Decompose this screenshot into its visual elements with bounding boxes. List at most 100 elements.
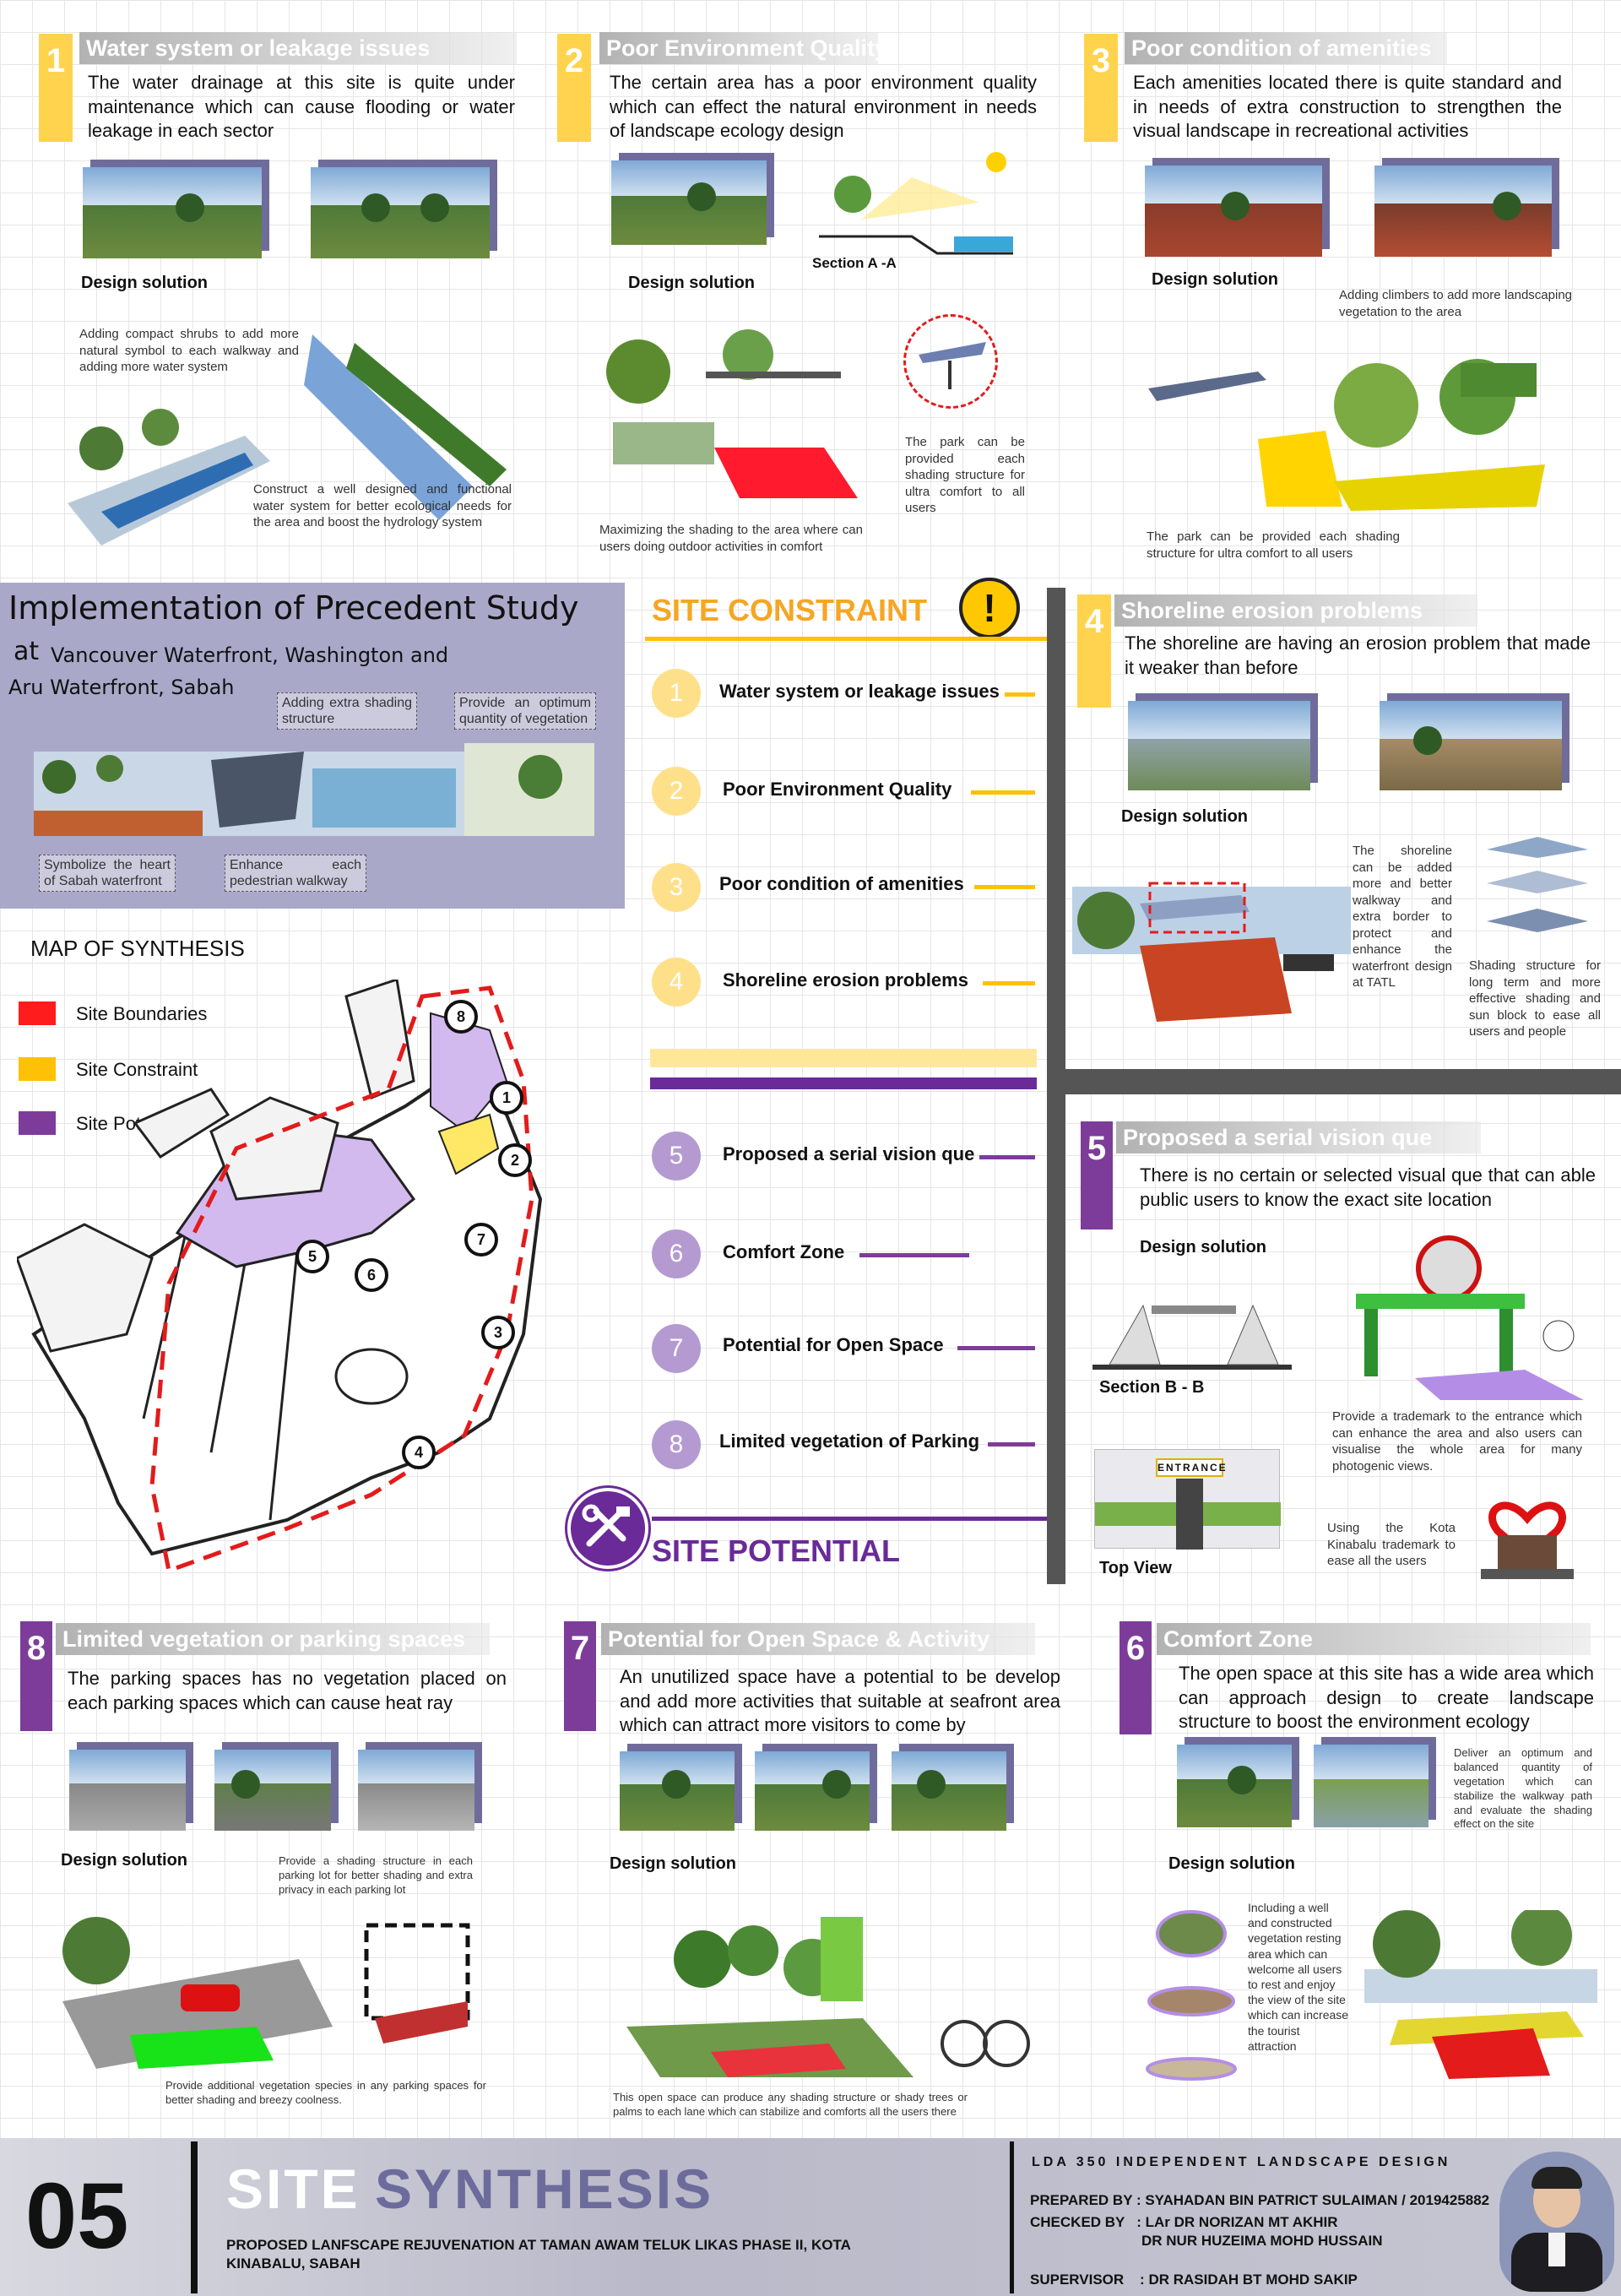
card4-note-2: Shading structure for long term and more… xyxy=(1469,958,1601,1039)
precedent-subtitle-line1: Vancouver Waterfront, Washington and xyxy=(51,643,449,667)
map-marker-7: 7 xyxy=(464,1223,498,1257)
card3-photo-1 xyxy=(1145,166,1322,257)
card2-description: The certain area has a poor environment … xyxy=(610,72,1037,142)
entrance-sign: ENTRANCE xyxy=(1156,1458,1226,1477)
card2-number: 2 xyxy=(557,34,591,142)
potential-label-7: Potential for Open Space xyxy=(723,1334,944,1355)
potential-circle-8: 8 xyxy=(652,1420,701,1469)
card6-design-label: Design solution xyxy=(1168,1854,1295,1873)
footer-title-site: SITE xyxy=(226,2158,361,2220)
card5-topview-plan: ENTRANCE xyxy=(1094,1449,1281,1550)
potential-circle-5: 5 xyxy=(652,1132,701,1181)
card5-number: 5 xyxy=(1081,1121,1113,1229)
card4-design-label: Design solution xyxy=(1121,807,1248,826)
precedent-subtitle-line2: Aru Waterfront, Sabah xyxy=(8,676,235,699)
card8-illustration xyxy=(46,1900,485,2077)
card8-number: 8 xyxy=(20,1621,52,1731)
card3-title: Poor condition of amenities xyxy=(1125,32,1447,64)
map-marker-4: 4 xyxy=(402,1436,436,1469)
precedent-collage xyxy=(34,743,594,836)
constraint-label-2: Poor Environment Quality xyxy=(723,779,952,800)
potential-label-6: Comfort Zone xyxy=(723,1241,845,1262)
site-potential-heading: SITE POTENTIAL xyxy=(652,1533,901,1568)
card4-shading-structures xyxy=(1474,833,1601,942)
card6-note-1: Deliver an optimum and balanced quantity… xyxy=(1454,1746,1592,1831)
card8-photo-1 xyxy=(69,1750,186,1831)
constraint-circle-4: 4 xyxy=(652,958,701,1007)
constraint-line-2 xyxy=(971,790,1035,795)
constraint-line-3 xyxy=(974,885,1035,889)
card5-gateway-illustration xyxy=(1331,1235,1589,1400)
map-marker-2: 2 xyxy=(498,1143,532,1177)
card6-illustration xyxy=(1364,1910,1597,2079)
map-title: MAP OF SYNTHESIS xyxy=(30,936,245,961)
card6-note-2: Including a well and constructed vegetat… xyxy=(1248,1901,1349,2053)
card7-photo-2 xyxy=(755,1751,870,1831)
card6-vegetation-modules xyxy=(1136,1900,1246,2086)
precedent-subtitle-at: at xyxy=(14,637,40,666)
card3-illustration xyxy=(1140,338,1553,515)
card4-photo-2 xyxy=(1380,701,1562,790)
constraint-line-1 xyxy=(1005,692,1035,697)
map-marker-6: 6 xyxy=(355,1258,388,1292)
potential-circle-6: 6 xyxy=(652,1229,701,1278)
card2-title: Poor Environment Quality xyxy=(599,32,878,64)
card6-title: Comfort Zone xyxy=(1157,1623,1591,1655)
card1-photo-1 xyxy=(83,167,262,258)
potential-line-7 xyxy=(957,1346,1035,1350)
map-marker-1: 1 xyxy=(490,1081,523,1115)
card8-note-1: Provide a shading structure in each park… xyxy=(279,1854,473,1896)
card4-title: Shoreline erosion problems xyxy=(1114,594,1477,627)
card4-photo-1 xyxy=(1128,701,1310,790)
card4-number: 4 xyxy=(1077,594,1111,708)
footer-divider-2 xyxy=(1010,2141,1014,2293)
precedent-tag-vegetation: Provide an optimum quantity of vegetatio… xyxy=(454,692,596,730)
footer-banner xyxy=(0,2138,1621,2296)
card6-description: The open space at this site has a wide a… xyxy=(1179,1663,1594,1733)
card1-photo-2 xyxy=(311,167,490,258)
precedent-tag-walkway: Enhance each pedestrian walkway xyxy=(225,855,366,893)
precedent-title: Implementation of Precedent Study xyxy=(8,589,579,627)
card5-section-label: Section B - B xyxy=(1099,1378,1205,1397)
card5-design-label: Design solution xyxy=(1140,1238,1266,1257)
card1-title: Water system or leakage issues xyxy=(79,32,517,64)
footer-title-synthesis: SYNTHESIS xyxy=(375,2158,714,2220)
card5-note-2: Using the Kota Kinabalu trademark to eas… xyxy=(1327,1521,1456,1568)
alert-icon: ! xyxy=(959,578,1020,638)
potential-line-top xyxy=(652,1517,1049,1521)
card8-photo-2 xyxy=(214,1750,331,1831)
map-marker-3: 3 xyxy=(481,1316,515,1349)
footer-prepared-by: PREPARED BY : SYAHADAN BIN PATRICT SULAI… xyxy=(1030,2192,1490,2208)
card7-note-1: This open space can produce any shading … xyxy=(613,2091,968,2118)
constraint-label-3: Poor condition of amenities xyxy=(719,873,964,894)
page-number: 05 xyxy=(25,2164,129,2268)
footer-course: LDA 350 INDEPENDENT LANDSCAPE DESIGN xyxy=(1032,2155,1451,2169)
constraint-label-1: Water system or leakage issues xyxy=(719,681,1000,702)
card4-description: The shoreline are having an erosion prob… xyxy=(1125,632,1591,678)
footer-divider-1 xyxy=(191,2141,198,2293)
card3-design-label: Design solution xyxy=(1152,270,1278,289)
card5-section-illustration xyxy=(1092,1289,1292,1381)
precedent-tag-heart: Symbolize the heart of Sabah waterfront xyxy=(39,855,176,893)
card7-description: An unutilized space have a potential to … xyxy=(620,1666,1060,1736)
footer-supervisor: SUPERVISOR : DR RASIDAH BT MOHD SAKIP xyxy=(1030,2272,1358,2288)
card1-note-2: Construct a well designed and functional… xyxy=(253,482,512,529)
card1-illustration xyxy=(51,318,523,562)
card4-illustration xyxy=(1072,853,1351,1030)
card8-photo-3 xyxy=(358,1750,474,1831)
constraint-line-4 xyxy=(983,981,1035,985)
potential-line-6 xyxy=(859,1253,969,1257)
card2-note-1: The park can be provided each shading st… xyxy=(905,435,1025,515)
legend-swatch-constraint xyxy=(19,1057,56,1081)
map-marker-8: 8 xyxy=(444,1000,478,1034)
card2-illustration xyxy=(604,321,900,507)
card1-note-1: Adding compact shrubs to add more natura… xyxy=(79,327,299,374)
card3-photo-2 xyxy=(1374,166,1552,257)
card8-design-label: Design solution xyxy=(61,1851,187,1870)
card2-design-label: Design solution xyxy=(628,274,755,292)
card5-title: Proposed a serial vision que xyxy=(1116,1121,1481,1153)
potential-label-5: Proposed a serial vision que xyxy=(723,1143,975,1164)
card6-photo-1 xyxy=(1177,1745,1292,1827)
card3-description: Each amenities located there is quite st… xyxy=(1133,72,1562,142)
avatar xyxy=(1499,2152,1614,2292)
